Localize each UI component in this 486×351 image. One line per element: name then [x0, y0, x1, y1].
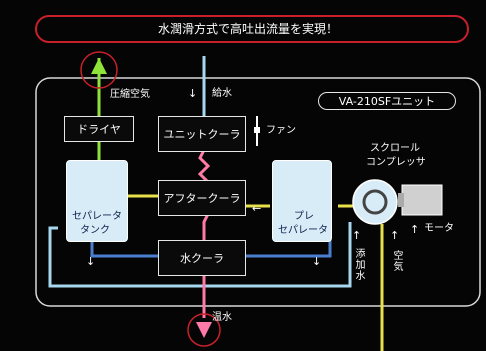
after-cooler-box: アフタークーラ — [158, 180, 246, 216]
cooling-line-left — [90, 240, 182, 258]
return-line-left — [48, 226, 268, 288]
water-cooler-label: 水クーラ — [180, 252, 224, 265]
motor-label: モータ — [424, 223, 454, 234]
tank-drain-arrow: ↓ — [86, 255, 96, 268]
hot-water-label: 温水 — [212, 312, 232, 323]
pre-to-after-arrow: ← — [252, 202, 262, 215]
water-supply-label: 給水 — [212, 88, 232, 99]
water-supply-arrow: ↓ — [188, 87, 198, 100]
scroll-compressor-label-1: スクロール — [370, 143, 420, 154]
hot-water-arrowhead — [196, 322, 212, 338]
compressor-body — [352, 179, 398, 225]
water-cooler-box: 水クーラ — [158, 240, 246, 276]
compressed-air-label: 圧縮空気 — [110, 89, 150, 100]
motor-arrow: ↑ — [410, 223, 420, 236]
pre-drain-arrow: ↓ — [312, 255, 322, 268]
motor-body — [401, 184, 443, 216]
added-water-label: 添加水 — [353, 248, 364, 281]
unit-outline — [35, 77, 481, 307]
compressor-scroll — [362, 189, 388, 215]
separator-tank-label-2: タンク — [80, 225, 110, 236]
unit-cooler-label: ユニットクーラ — [163, 128, 241, 141]
dryer-box: ドライヤ — [64, 116, 134, 142]
banner-title: 水潤滑方式で高吐出流量を実現！ — [158, 22, 339, 36]
separator-tank-box — [66, 160, 128, 242]
motor-shaft — [398, 193, 404, 207]
cooling-line-right — [246, 240, 332, 258]
dryer-label: ドライヤ — [77, 123, 121, 136]
hot-water-highlight — [187, 313, 221, 347]
return-line-right — [268, 222, 352, 288]
pre-separator-label-2: セパレータ — [278, 225, 328, 236]
unit-label: VA-210SFユニット — [318, 92, 456, 110]
added-water-arrow: ↑ — [352, 229, 362, 242]
separator-tank-label-1: セパレータ — [72, 211, 122, 222]
banner-outline — [35, 15, 469, 43]
pre-separator-box — [272, 160, 332, 242]
compressed-air-arrowhead — [91, 58, 107, 74]
compressed-air-highlight — [80, 51, 118, 89]
scroll-compressor-label-2: コンプレッサ — [366, 157, 426, 168]
fan-label: ファン — [266, 125, 296, 136]
after-cooler-label: アフタークーラ — [163, 192, 241, 205]
hot-water-line — [197, 149, 211, 318]
unit-cooler-box: ユニットクーラ — [158, 116, 246, 152]
pre-separator-label-1: プレ — [294, 211, 314, 222]
air-label: 空気 — [391, 250, 402, 272]
air-arrow: ↑ — [390, 229, 400, 242]
